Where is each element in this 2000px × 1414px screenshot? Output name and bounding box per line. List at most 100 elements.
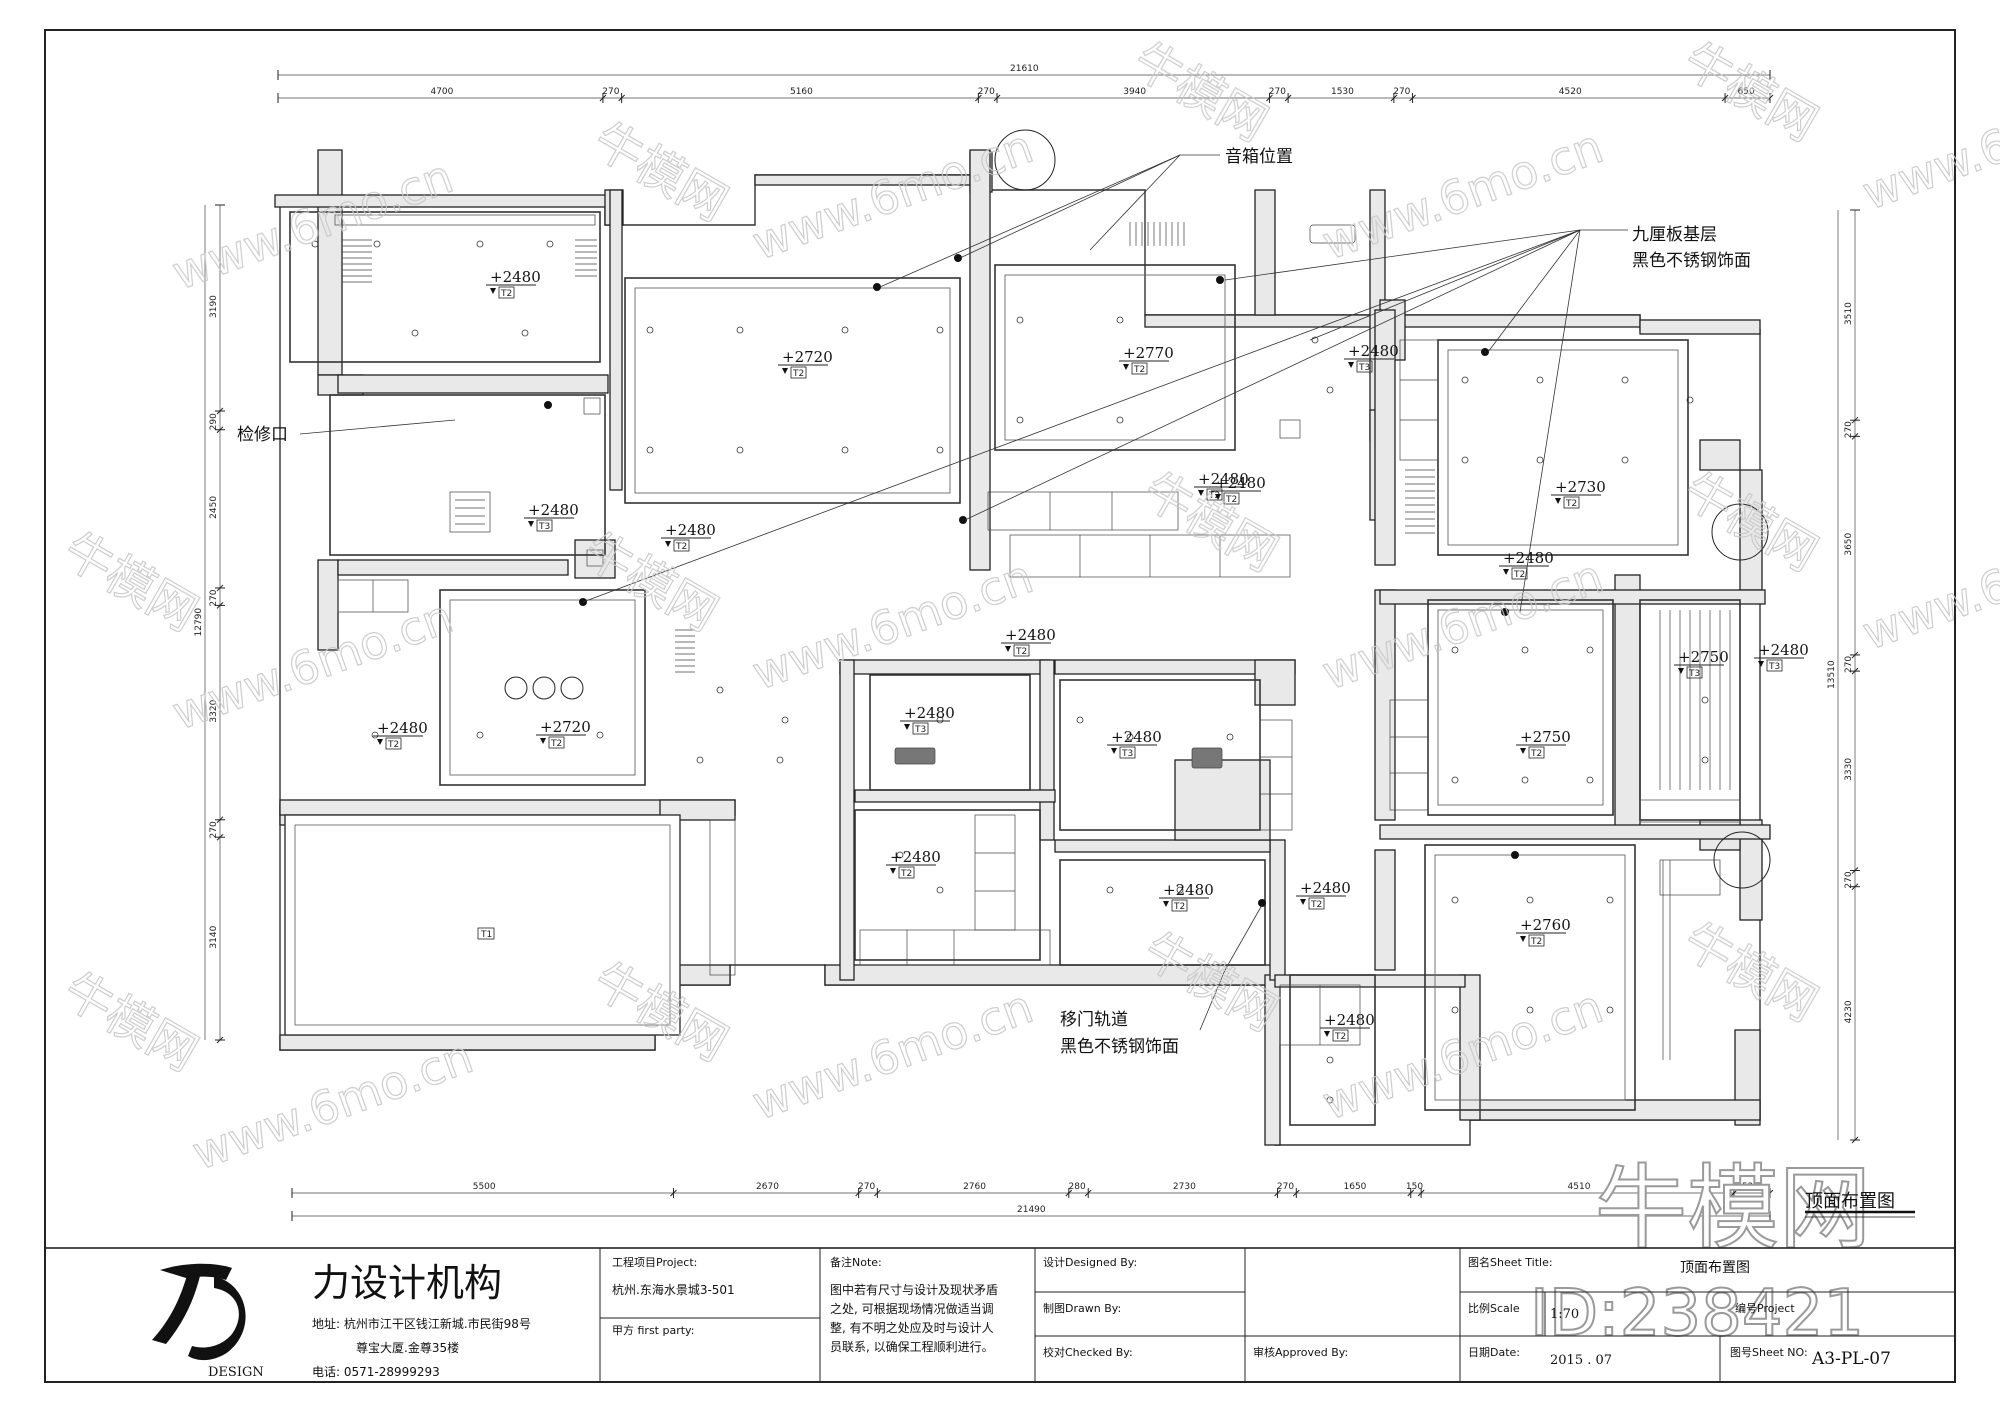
scale-label: 比例Scale (1468, 1301, 1520, 1315)
watermark-site-8: www.6mo.cn (1855, 509, 2000, 660)
dimension-segment: 5500 (473, 1182, 496, 1192)
dimension-segment: 2450 (209, 496, 219, 519)
sheet-title-value: 顶面布置图 (1680, 1260, 1750, 1276)
dimension-segment: 2730 (1173, 1182, 1196, 1192)
elevation-value: +2480 (1005, 626, 1056, 644)
watermark-site-3: www.6mo.cn (1315, 119, 1610, 270)
elevation-tag: T2 (387, 740, 399, 750)
company-name: 力设计机构 (312, 1261, 502, 1305)
elevation-tag: T2 (792, 369, 804, 379)
note-label: 备注Note: (830, 1255, 882, 1269)
elevation-value: +2480 (665, 521, 716, 539)
designed-by-label: 设计Designed By: (1043, 1256, 1137, 1269)
elevation-value: +2480 (1111, 728, 1162, 746)
dimension-segment: 2670 (756, 1182, 779, 1192)
dimension-segment: 3320 (209, 699, 219, 722)
sheet-title-label: 图名Sheet Title: (1468, 1255, 1553, 1269)
elevation-tag: T3 (1121, 749, 1133, 759)
dimension-segment: 270 (1844, 421, 1854, 438)
drawn-by-label: 制图Drawn By: (1043, 1302, 1121, 1315)
phone: 电话: 0571-28999293 (312, 1365, 440, 1379)
dimension-segment: 270 (1277, 1182, 1294, 1192)
elevation-value: +2480 (528, 501, 579, 519)
elevation-value: +2480 (1163, 881, 1214, 899)
downlights (311, 240, 1709, 1104)
balcony-tag-text: T1 (480, 930, 492, 940)
dimension-segment: 270 (1844, 871, 1854, 888)
elevation-value: +2750 (1520, 728, 1571, 746)
plywood-base-label-1: 九厘板基层 (1632, 225, 1717, 245)
note-line-1: 图中若有尺寸与设计及现状矛盾 (830, 1282, 998, 1297)
elevation-tag: T2 (1530, 937, 1542, 947)
elevation-value: +2480 (890, 848, 941, 866)
dimension-segment: 270 (209, 589, 219, 606)
dimension-segment: 3650 (1844, 532, 1854, 555)
dimension-total: 21490 (1017, 1205, 1046, 1215)
dimension-segment: 270 (1844, 656, 1854, 673)
date-value: 2015 . 07 (1550, 1353, 1612, 1368)
dimension-segment: 5160 (790, 87, 813, 97)
elevation-value: +2480 (1215, 474, 1266, 492)
stamp-id: ID:238421 (1530, 1277, 1864, 1351)
dimension-segment: 3140 (209, 925, 219, 948)
watermark-site-10: www.6mo.cn (745, 979, 1040, 1130)
watermark-site-9: www.6mo.cn (185, 1029, 480, 1180)
note-line-4: 员联系, 以确保工程顺利进行。 (830, 1339, 994, 1354)
elevation-tag: T3 (1768, 662, 1780, 672)
floor-plan (274, 129, 1771, 1146)
elevation-value: +2480 (1198, 470, 1249, 488)
title-block: DESIGN 力设计机构 地址: 杭州市江干区钱江新城.市民街98号 尊宝大厦.… (44, 1247, 1956, 1383)
sheet-no-label: 图号Sheet NO: (1730, 1346, 1808, 1359)
watermark-site-4: www.6mo.cn (1855, 69, 2000, 220)
elevation-tag: T2 (900, 869, 912, 879)
dimension-segment: 270 (858, 1182, 875, 1192)
sliding-track-label-2: 黑色不锈钢饰面 (1060, 1037, 1179, 1057)
dimension-segment: 4520 (1559, 87, 1582, 97)
elevation-value: +2730 (1555, 478, 1606, 496)
approved-by-label: 审核Approved By: (1253, 1345, 1348, 1359)
balcony-tag: T1 (477, 927, 495, 940)
company-logo: DESIGN (152, 1263, 264, 1380)
checked-by-label: 校对Checked By: (1043, 1345, 1133, 1359)
elevation-tag: T3 (538, 522, 550, 532)
access-hatch-label: 检修口 (237, 425, 288, 445)
elevation-value: +2480 (1758, 641, 1809, 659)
date-label: 日期Date: (1468, 1346, 1520, 1359)
elevation-tag: T2 (1173, 902, 1185, 912)
watermark-brand-8: 牛模网 (54, 962, 207, 1083)
speaker-markers (544, 254, 1519, 907)
dimension-segment: 150 (1406, 1182, 1423, 1192)
dimension-segment: 270 (602, 87, 619, 97)
elevation-tag: T2 (1208, 491, 1220, 501)
elevation-value: +2480 (904, 704, 955, 722)
sheet-no-value: A3-PL-07 (1811, 1349, 1891, 1369)
sliding-track-label-1: 移门轨道 (1060, 1010, 1128, 1030)
balcony (284, 814, 681, 1036)
project-label: 工程项目Project: (612, 1256, 697, 1269)
elevation-tag: T2 (1565, 499, 1577, 509)
stamp-watermark: 牛模网 ID:238421 顶面布置图 (1529, 1154, 1915, 1352)
elevation-tag: T2 (1530, 749, 1542, 759)
round-fixtures (504, 129, 1771, 889)
address-line-1: 地址: 杭州市江干区钱江新城.市民街98号 (312, 1316, 531, 1331)
elevation-value: +2720 (782, 348, 833, 366)
elevation-tag: T2 (1334, 1032, 1346, 1042)
elevation-tag: T2 (675, 542, 687, 552)
dimension-segment: 270 (978, 87, 995, 97)
project-no-label: 编号Project (1735, 1301, 1795, 1315)
